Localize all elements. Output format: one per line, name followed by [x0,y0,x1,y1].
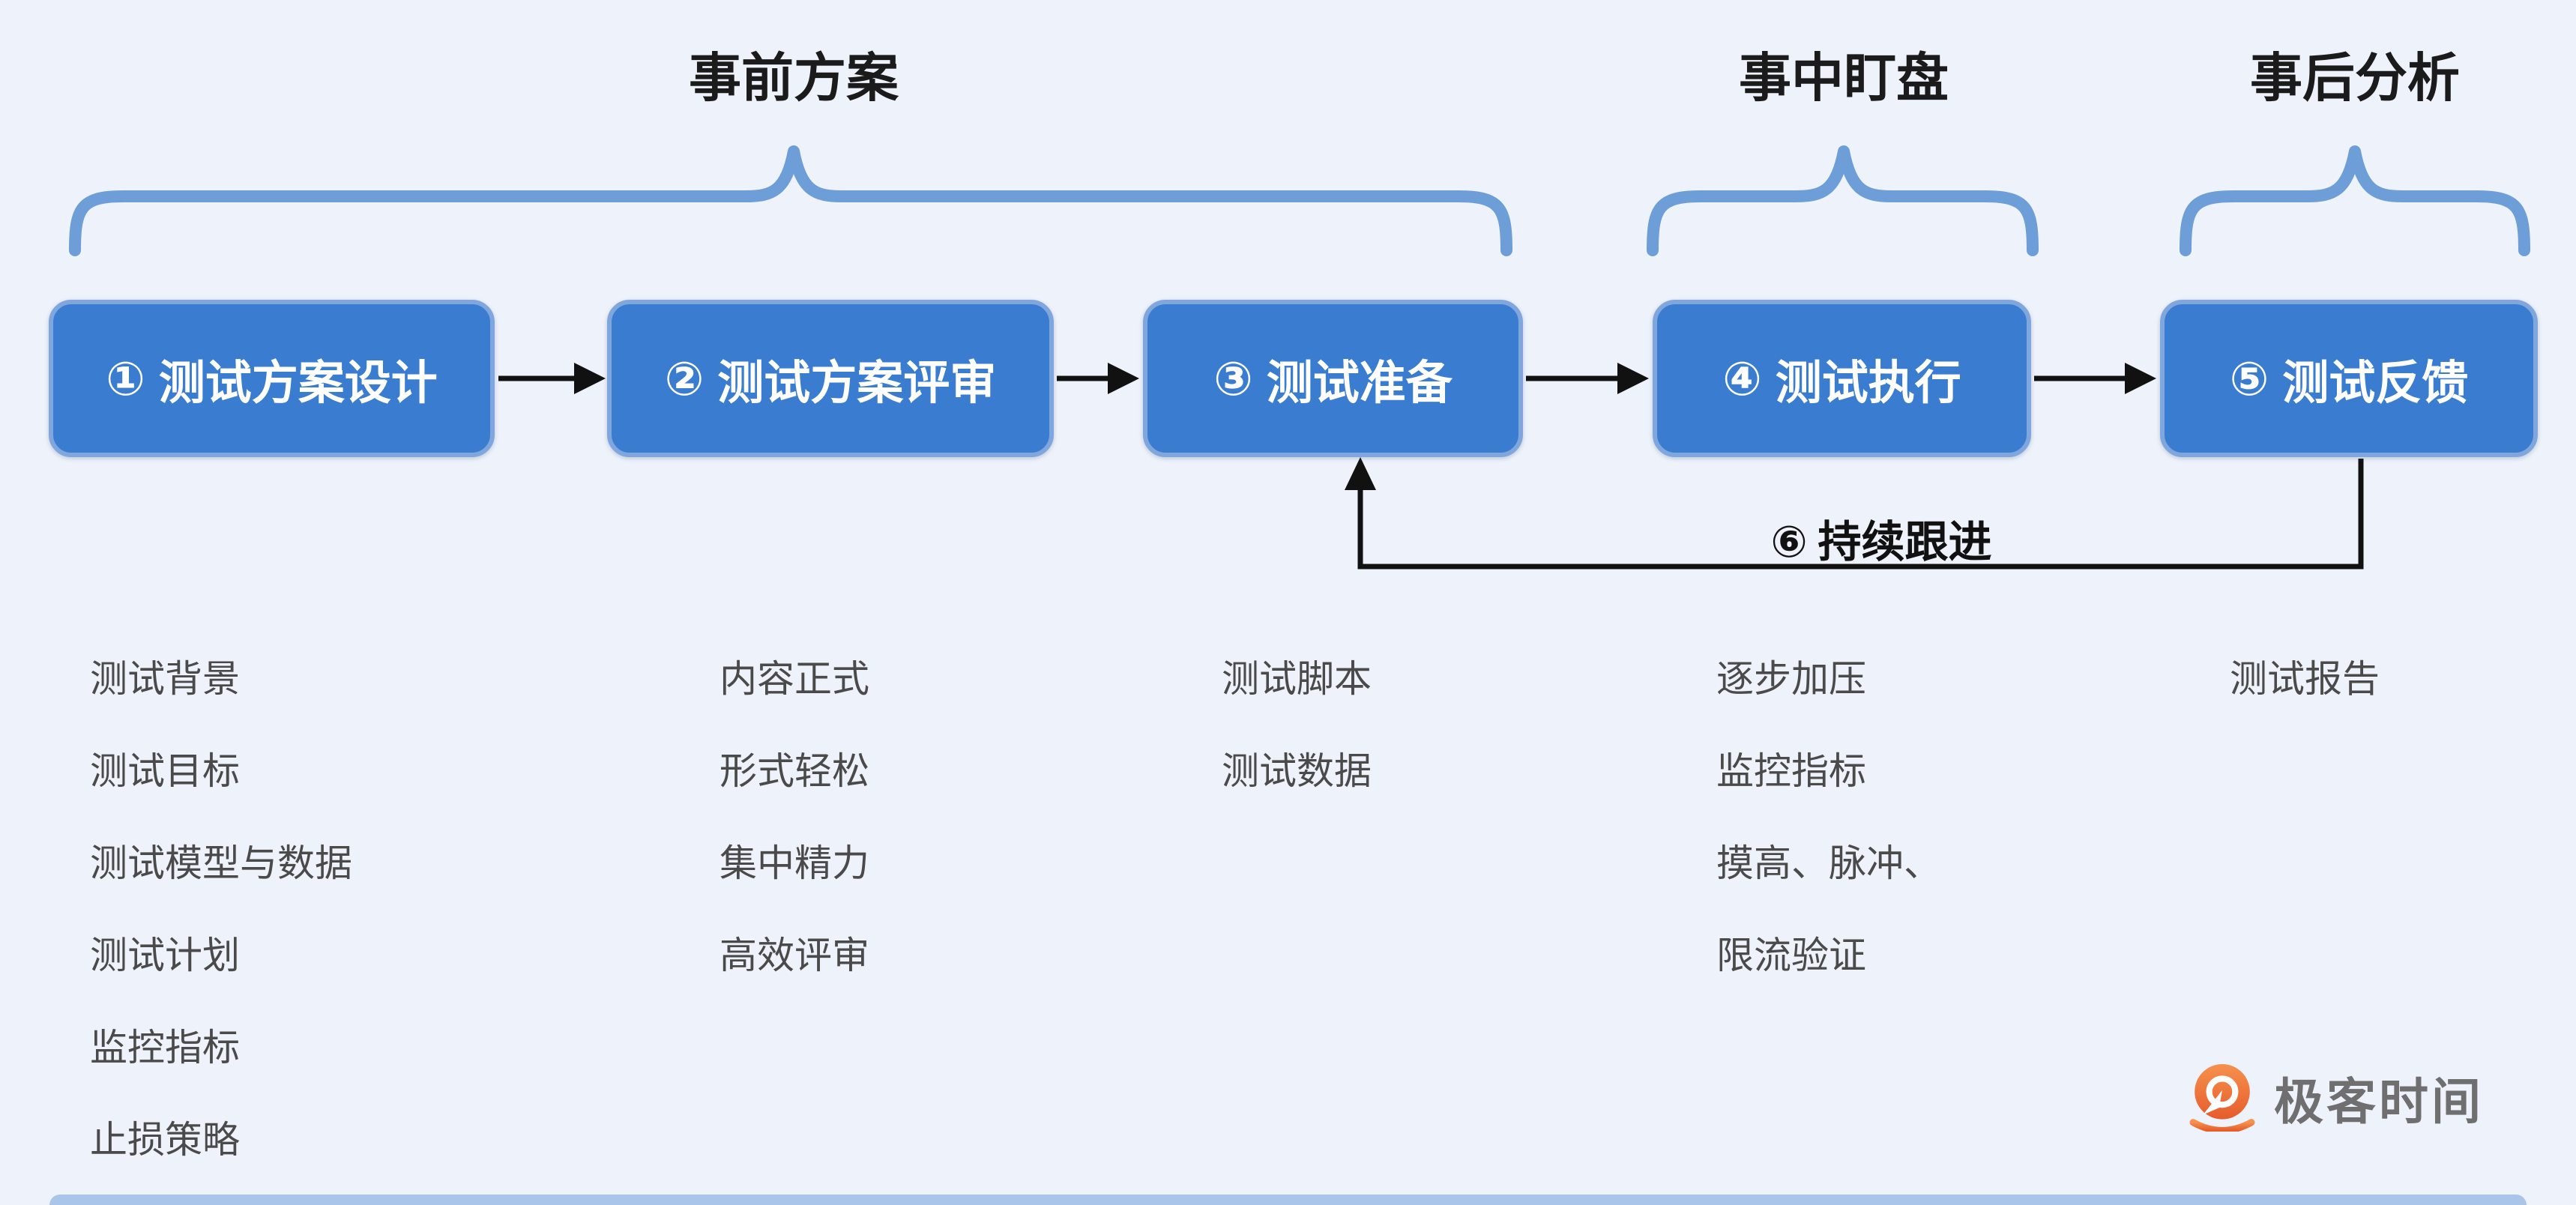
note-item: 限流验证 [1716,934,1866,976]
step-title: 测试准备 [1266,357,1453,409]
step-box-test-feedback: ⑤ 测试反馈 [2160,300,2538,457]
step-box-test-plan-review: ② 测试方案评审 [607,300,1054,457]
flow-arrow-4-icon [2034,363,2156,394]
brace-before-icon [69,145,1512,256]
note-item: 测试脚本 [1222,658,1372,700]
note-item: 止损策略 [90,1119,240,1161]
step-title: 测试方案设计 [158,357,438,409]
note-item: 逐步加压 [1716,658,1866,700]
flow-arrow-3-icon [1526,363,1649,394]
notes-column-test-feedback: 测试报告 [2230,633,2380,725]
note-item: 测试背景 [90,658,240,700]
note-item: 监控指标 [90,1027,240,1069]
step-number: ② [664,353,705,405]
step-title: 测试执行 [1775,357,1961,409]
geektime-logo: 极客时间 [2189,1064,2484,1132]
step-box-test-plan-design: ① 测试方案设计 [49,300,495,457]
notes-column-test-execution: 逐步加压 监控指标 摸高、脉冲、 限流验证 [1716,633,1941,1002]
step-number: ④ [1722,353,1762,405]
brace-during-icon [1647,145,2039,256]
note-item: 监控指标 [1716,750,1866,792]
step-number: ① [106,353,145,405]
loop-number: ⑥ [1770,518,1808,567]
loop-title: 持续跟进 [1818,518,1992,567]
notes-column-test-preparation: 测试脚本 测试数据 [1222,633,1372,818]
brace-after-icon [2180,145,2530,256]
note-item: 测试目标 [90,750,240,792]
note-item: 形式轻松 [720,750,869,792]
flow-arrow-1-icon [498,363,606,394]
note-item: 测试报告 [2230,658,2380,700]
notes-column-test-plan-review: 内容正式 形式轻松 集中精力 高效评审 [720,633,869,1002]
step-number: ⑤ [2229,353,2269,405]
note-item: 内容正式 [720,658,869,700]
note-item: 摸高、脉冲、 [1716,842,1941,884]
note-item: 集中精力 [720,842,869,884]
geektime-logo-text: 极客时间 [2274,1074,2484,1129]
step-number: ③ [1213,353,1253,405]
notes-column-test-plan-design: 测试背景 测试目标 测试模型与数据 测试计划 监控指标 止损策略 [90,633,352,1186]
note-item: 测试模型与数据 [90,842,352,884]
flow-arrow-2-icon [1057,363,1139,394]
bottom-slide-edge [49,1195,2527,1205]
note-item: 高效评审 [720,934,869,976]
note-item: 测试计划 [90,934,240,976]
step-box-test-preparation: ③ 测试准备 [1143,300,1523,457]
step-title: 测试方案评审 [717,357,997,409]
phase-label-before: 事前方案 [689,49,899,107]
phase-label-during: 事中盯盘 [1739,49,1949,107]
geektime-logo-icon [2189,1064,2255,1132]
phase-label-after: 事后分析 [2250,49,2460,107]
note-item: 测试数据 [1222,750,1372,792]
step-box-test-execution: ④ 测试执行 [1653,300,2031,457]
step-title: 测试反馈 [2282,357,2469,409]
